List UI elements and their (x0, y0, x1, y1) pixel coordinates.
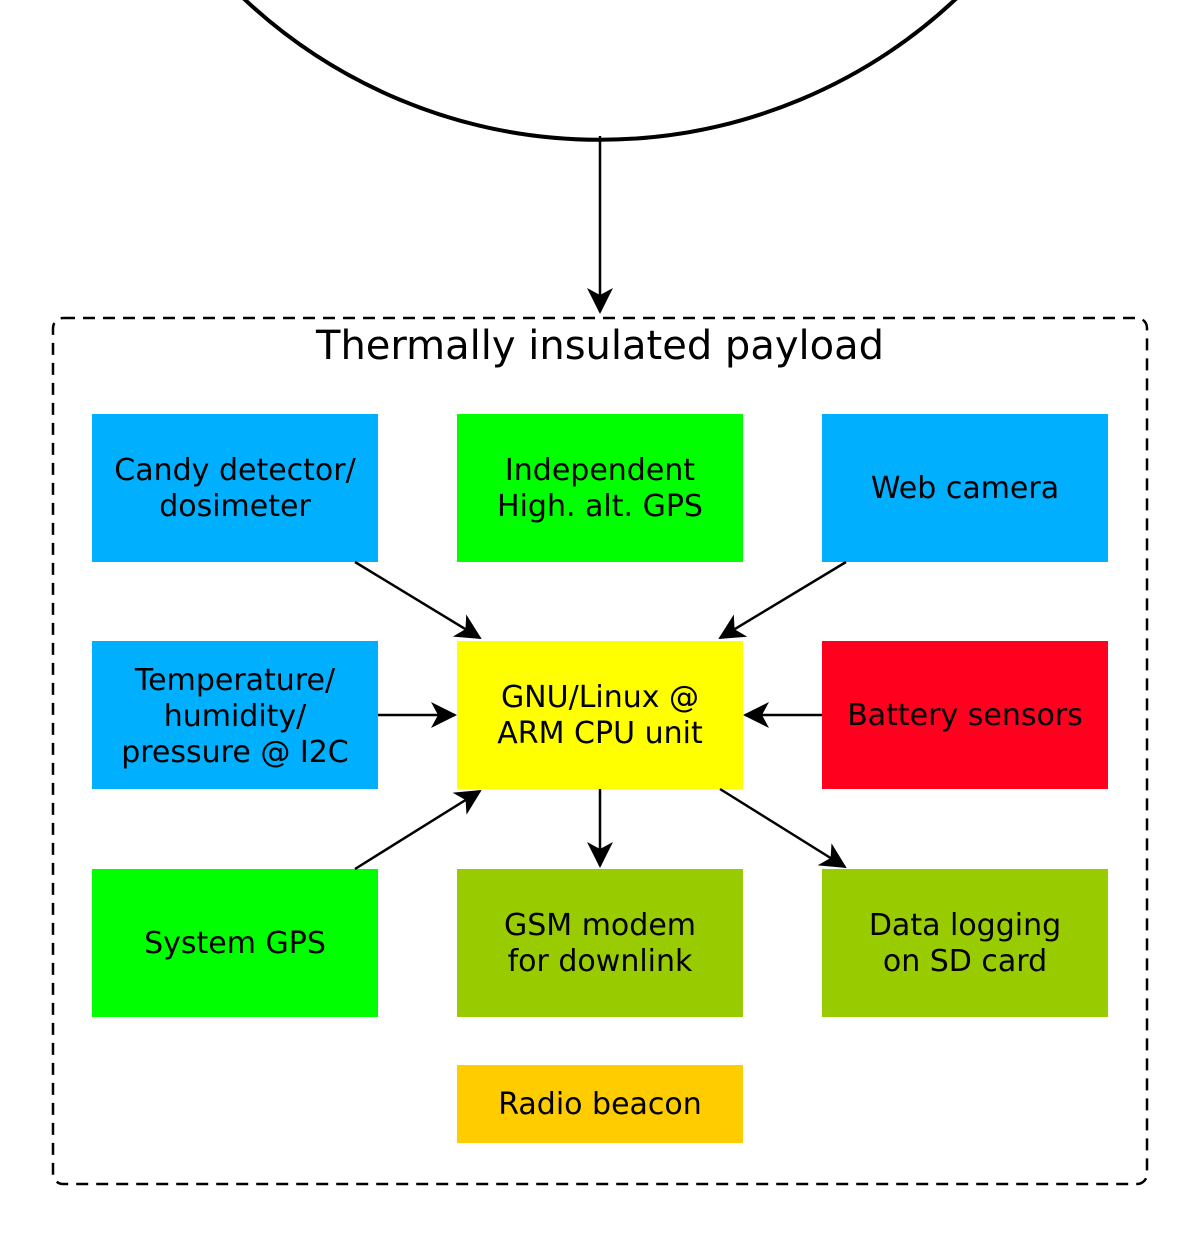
node-data-logging: Data logging on SD card (822, 869, 1108, 1017)
edge-candy-detector-to-cpu (354, 560, 482, 640)
node-candy-detector: Candy detector/ dosimeter (92, 414, 378, 562)
node-gsm-modem: GSM modem for downlink (457, 869, 743, 1017)
node-system-gps-label: System GPS (144, 926, 326, 961)
node-temperature-sensor-label-line3: pressure @ I2C (121, 735, 349, 770)
payload-container (51, 316, 1149, 1186)
node-web-camera-box (822, 414, 1108, 562)
node-system-gps: System GPS (92, 869, 378, 1017)
node-independent-gps-label-line2: High. alt. GPS (497, 489, 703, 524)
node-system-gps-box (92, 869, 378, 1017)
node-battery-sensors-box (822, 641, 1108, 789)
node-cpu-unit-label-line2: ARM CPU unit (497, 716, 703, 751)
node-candy-detector-label-line2: dosimeter (159, 489, 311, 524)
node-candy-detector-label-line1: Candy detector/ (114, 453, 356, 488)
node-independent-gps: Independent High. alt. GPS (457, 414, 743, 562)
node-battery-sensors: Battery sensors (822, 641, 1108, 789)
node-candy-detector-box (92, 414, 378, 562)
node-cpu-unit: GNU/Linux @ ARM CPU unit (457, 641, 743, 789)
node-temperature-sensor-box (92, 641, 378, 789)
edge-system-gps-to-cpu (354, 789, 482, 871)
node-data-logging-label-line1: Data logging (869, 908, 1061, 943)
node-gsm-modem-label-line2: for downlink (508, 944, 693, 979)
node-data-logging-label-line2: on SD card (883, 944, 1047, 979)
node-radio-beacon-label: Radio beacon (498, 1087, 702, 1122)
node-web-camera: Web camera (822, 414, 1108, 562)
node-temperature-sensor-label-line1: Temperature/ (134, 663, 336, 698)
node-gsm-modem-label-line1: GSM modem (504, 908, 696, 943)
node-cpu-unit-label-line1: GNU/Linux @ (501, 680, 699, 715)
node-data-logging-box (822, 869, 1108, 1017)
node-independent-gps-box (457, 414, 743, 562)
node-temperature-sensor: Temperature/ humidity/ pressure @ I2C (92, 641, 378, 789)
node-cpu-unit-box (457, 641, 743, 789)
balloon-shape (242, 0, 958, 142)
node-battery-sensors-label: Battery sensors (847, 698, 1083, 733)
node-temperature-sensor-label-line2: humidity/ (164, 699, 307, 734)
edge-web-camera-to-cpu (718, 560, 847, 640)
payload-container-title: Thermally insulated payload (315, 323, 884, 369)
node-independent-gps-label-line1: Independent (505, 453, 695, 488)
node-web-camera-label: Web camera (871, 471, 1059, 506)
edge-cpu-to-data-logging (719, 787, 847, 869)
node-radio-beacon: Radio beacon (457, 1065, 743, 1143)
node-radio-beacon-box (457, 1065, 743, 1143)
node-gsm-modem-box (457, 869, 743, 1017)
